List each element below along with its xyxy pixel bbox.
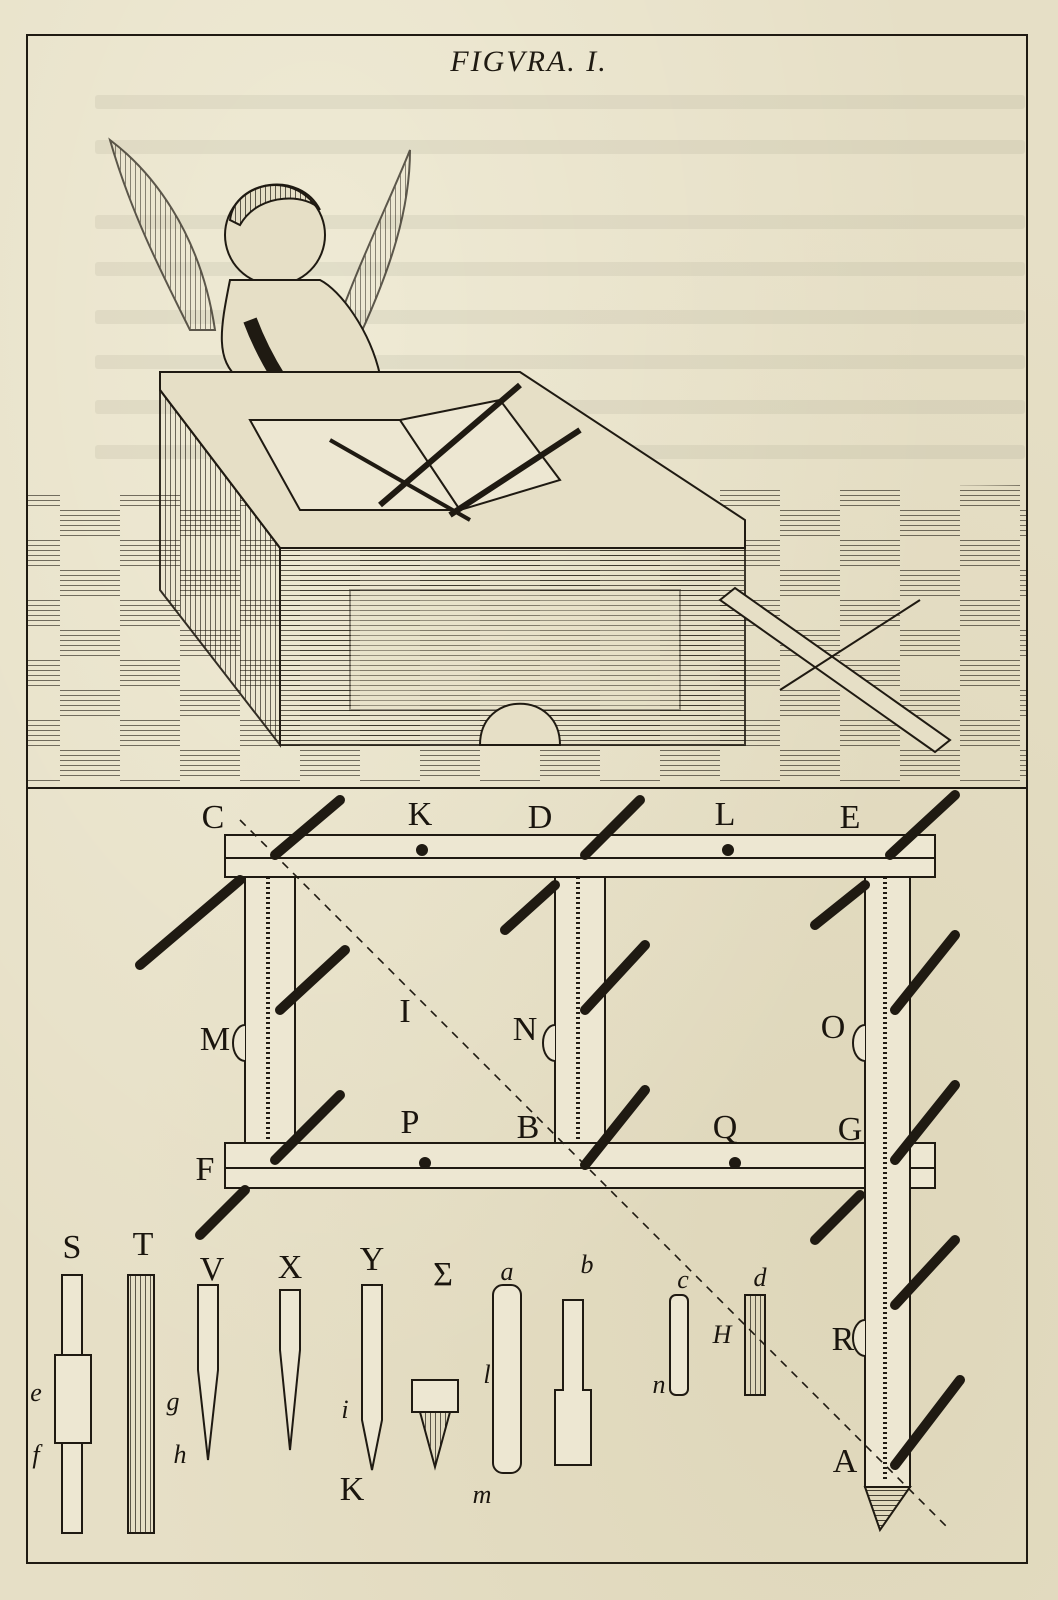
figure-border (26, 34, 1028, 1564)
bleed-through-line (95, 140, 1025, 154)
ruler-on-floor (718, 586, 952, 754)
tool-label-b: b (580, 1250, 594, 1279)
tool-label-sigma: Σ (433, 1256, 453, 1293)
tool-sublabel-i: i (341, 1395, 349, 1424)
pantograph-frame (135, 790, 965, 1533)
label-M: M (199, 1021, 231, 1058)
tools-row (54, 1274, 766, 1534)
figure-title: FIGVRA. I. (450, 45, 608, 78)
tool-sublabel-g: g (166, 1387, 180, 1416)
tool-label-d: d (753, 1263, 767, 1292)
label-I: I (399, 993, 411, 1030)
label-K: K (407, 796, 433, 833)
label-C: C (201, 799, 225, 836)
label-N: N (512, 1011, 538, 1048)
label-P: P (400, 1104, 420, 1141)
label-H: H (712, 1320, 732, 1349)
tool-label-X: X (277, 1249, 303, 1286)
bleed-through-line (95, 215, 1025, 229)
tool-label-a: a (500, 1257, 514, 1286)
label-A: A (832, 1443, 858, 1480)
tool-sublabel-f: f (32, 1440, 40, 1469)
scene-divider (26, 787, 1028, 789)
putto-figure (108, 137, 411, 435)
tool-label-T: T (132, 1226, 154, 1263)
label-G: G (837, 1111, 863, 1148)
label-O: O (820, 1009, 846, 1046)
tool-sublabel-e: e (30, 1378, 42, 1407)
label-D: D (527, 799, 553, 836)
tool-sublabel-K: K (339, 1471, 365, 1508)
label-E: E (839, 799, 861, 836)
label-R: R (831, 1321, 855, 1358)
label-F: F (195, 1151, 215, 1188)
tool-label-c: c (677, 1265, 689, 1294)
tool-sublabel-n: n (652, 1370, 666, 1399)
bleed-through-line (95, 95, 1025, 109)
bleed-through-line (95, 262, 1025, 276)
tool-label-V: V (199, 1251, 225, 1288)
drawing-desk (159, 371, 746, 748)
tool-label-S: S (62, 1229, 82, 1266)
tool-sublabel-m: m (472, 1480, 492, 1509)
tool-sublabel-h: h (173, 1440, 187, 1469)
label-B: B (516, 1109, 540, 1146)
label-L: L (714, 796, 736, 833)
label-Q: Q (712, 1109, 738, 1146)
tool-sublabel-l: l (483, 1360, 491, 1389)
tool-label-Y: Y (359, 1241, 385, 1278)
